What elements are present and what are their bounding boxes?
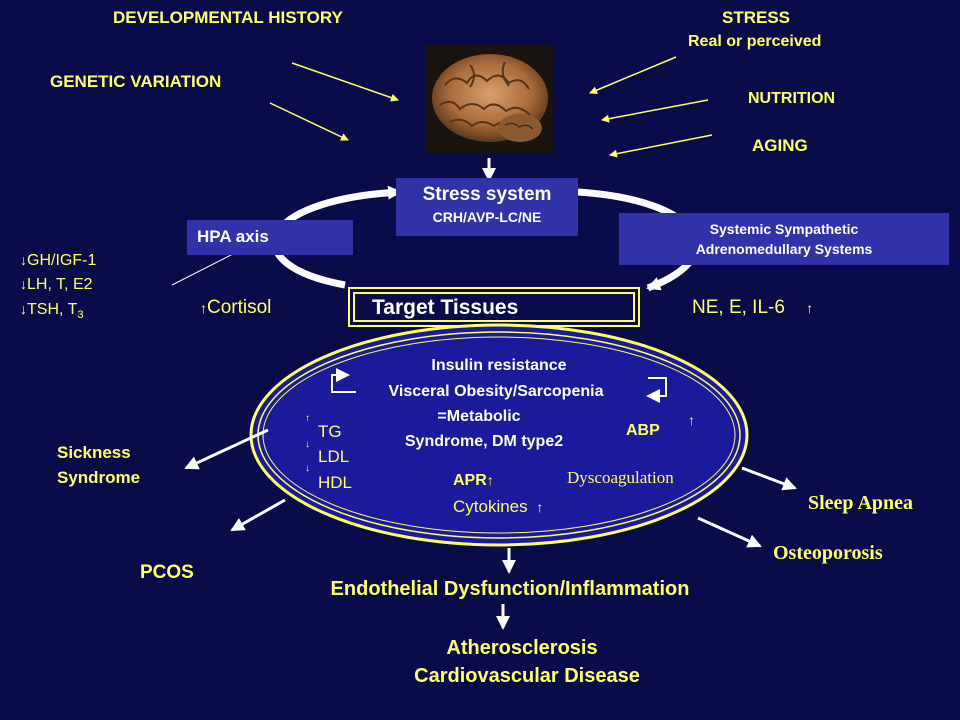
sympathetic-box: Systemic Sympathetic Adrenomedullary Sys… (619, 213, 949, 265)
metabolic-line2: Visceral Obesity/Sarcopenia (388, 383, 604, 400)
tsh-subscript: 3 (77, 309, 84, 322)
dyscoagulation-label: Dyscoagulation (567, 468, 674, 487)
tg-label: TG (318, 422, 342, 441)
up-arrow-icon: ↑ (536, 499, 544, 515)
stress-system-title: Stress system (422, 184, 552, 205)
metabolic-line1: Insulin resistance (431, 357, 567, 374)
sympathetic-line1: Systemic Sympathetic (709, 221, 859, 237)
sympathetic-line2: Adrenomedullary Systems (695, 241, 873, 257)
sickness-line1: Sickness (57, 443, 131, 462)
athero-line1: Atherosclerosis (446, 637, 598, 659)
arrow-developmental (291, 62, 399, 102)
genetic-variation-label: GENETIC VARIATION (50, 72, 222, 91)
metabolic-ellipse (249, 323, 749, 547)
down-arrow-icon: ↓ (20, 301, 27, 317)
stress-system-subtitle: CRH/AVP-LC/NE (432, 209, 542, 225)
ldl-label: LDL (318, 447, 350, 466)
lipid-arrows: ↑ ↓ ↓ (305, 413, 310, 475)
arrow-sleep-apnea (741, 466, 797, 491)
cytokines-row: Cytokines ↑ (453, 497, 543, 517)
arrow-pcos (230, 498, 286, 532)
stress-system-box: Stress system CRH/AVP-LC/NE (396, 178, 578, 236)
arrow-sickness (184, 428, 269, 470)
down-arrow-icon: ↓ (305, 439, 310, 450)
metabolic-line4: Syndrome, DM type2 (404, 433, 564, 450)
target-tissues-label: Target Tissues (372, 296, 519, 319)
cycle-arrow-left (331, 368, 356, 393)
tsh-label: TSH, T (27, 301, 78, 318)
abp-label: ABP (626, 422, 660, 439)
cortisol-label: Cortisol (207, 297, 272, 318)
aging-label: AGING (752, 136, 808, 155)
hormone-gh-row: ↓GH/IGF-1 (20, 252, 96, 270)
arrow-nutrition (601, 99, 709, 123)
pcos-label: PCOS (140, 562, 194, 583)
hormone-tsh-row: ↓TSH, T3 (20, 301, 84, 321)
arrow-stress (589, 56, 677, 94)
endothelial-label: Endothelial Dysfunction/Inflammation (330, 578, 690, 600)
stress-label: STRESS (722, 8, 791, 27)
stress-sub-label: Real or perceived (688, 33, 822, 50)
hpa-pointer-line (171, 252, 236, 286)
down-arrow-icon: ↓ (20, 252, 27, 268)
up-arrow-icon: ↑ (486, 472, 494, 488)
apr-label: APR (453, 472, 487, 489)
sleep-apnea-label: Sleep Apnea (808, 492, 914, 514)
lh-label: LH, T, E2 (27, 276, 93, 293)
athero-line2: Cardiovascular Disease (414, 665, 640, 687)
arrow-aging (609, 134, 713, 158)
ne-e-il6-label: NE, E, IL-6 (692, 297, 785, 318)
hpa-axis-box: HPA axis (187, 220, 353, 255)
arrow-osteoporosis (697, 516, 762, 548)
gh-label: GH/IGF-1 (27, 252, 97, 269)
hpa-axis-label: HPA axis (197, 227, 269, 246)
up-arrow-icon: ↑ (688, 412, 695, 428)
up-arrow-icon: ↑ (806, 300, 814, 316)
ne-e-il6-row: NE, E, IL-6 ↑ (692, 297, 813, 319)
metabolic-line3: =Metabolic (437, 408, 521, 425)
apr-row: APR↑ (453, 472, 494, 490)
up-arrow-icon: ↑ (200, 300, 207, 316)
brain-image (425, 45, 553, 153)
down-arrow-icon: ↓ (305, 463, 310, 474)
hdl-label: HDL (318, 473, 353, 492)
target-tissues-box-inner (353, 292, 635, 322)
up-arrow-icon: ↑ (305, 413, 310, 424)
osteoporosis-label: Osteoporosis (773, 542, 883, 564)
cytokines-label: Cytokines (453, 497, 528, 516)
hormone-lh-row: ↓LH, T, E2 (20, 276, 93, 294)
nutrition-label: NUTRITION (748, 90, 836, 107)
sickness-line2: Syndrome (57, 468, 141, 487)
developmental-history-label: DEVELOPMENTAL HISTORY (113, 8, 343, 27)
down-arrow-icon: ↓ (20, 276, 27, 292)
arrow-genetic (269, 102, 349, 141)
cycle-arrow-right (646, 377, 667, 403)
cortisol-row: ↑Cortisol (200, 297, 271, 319)
